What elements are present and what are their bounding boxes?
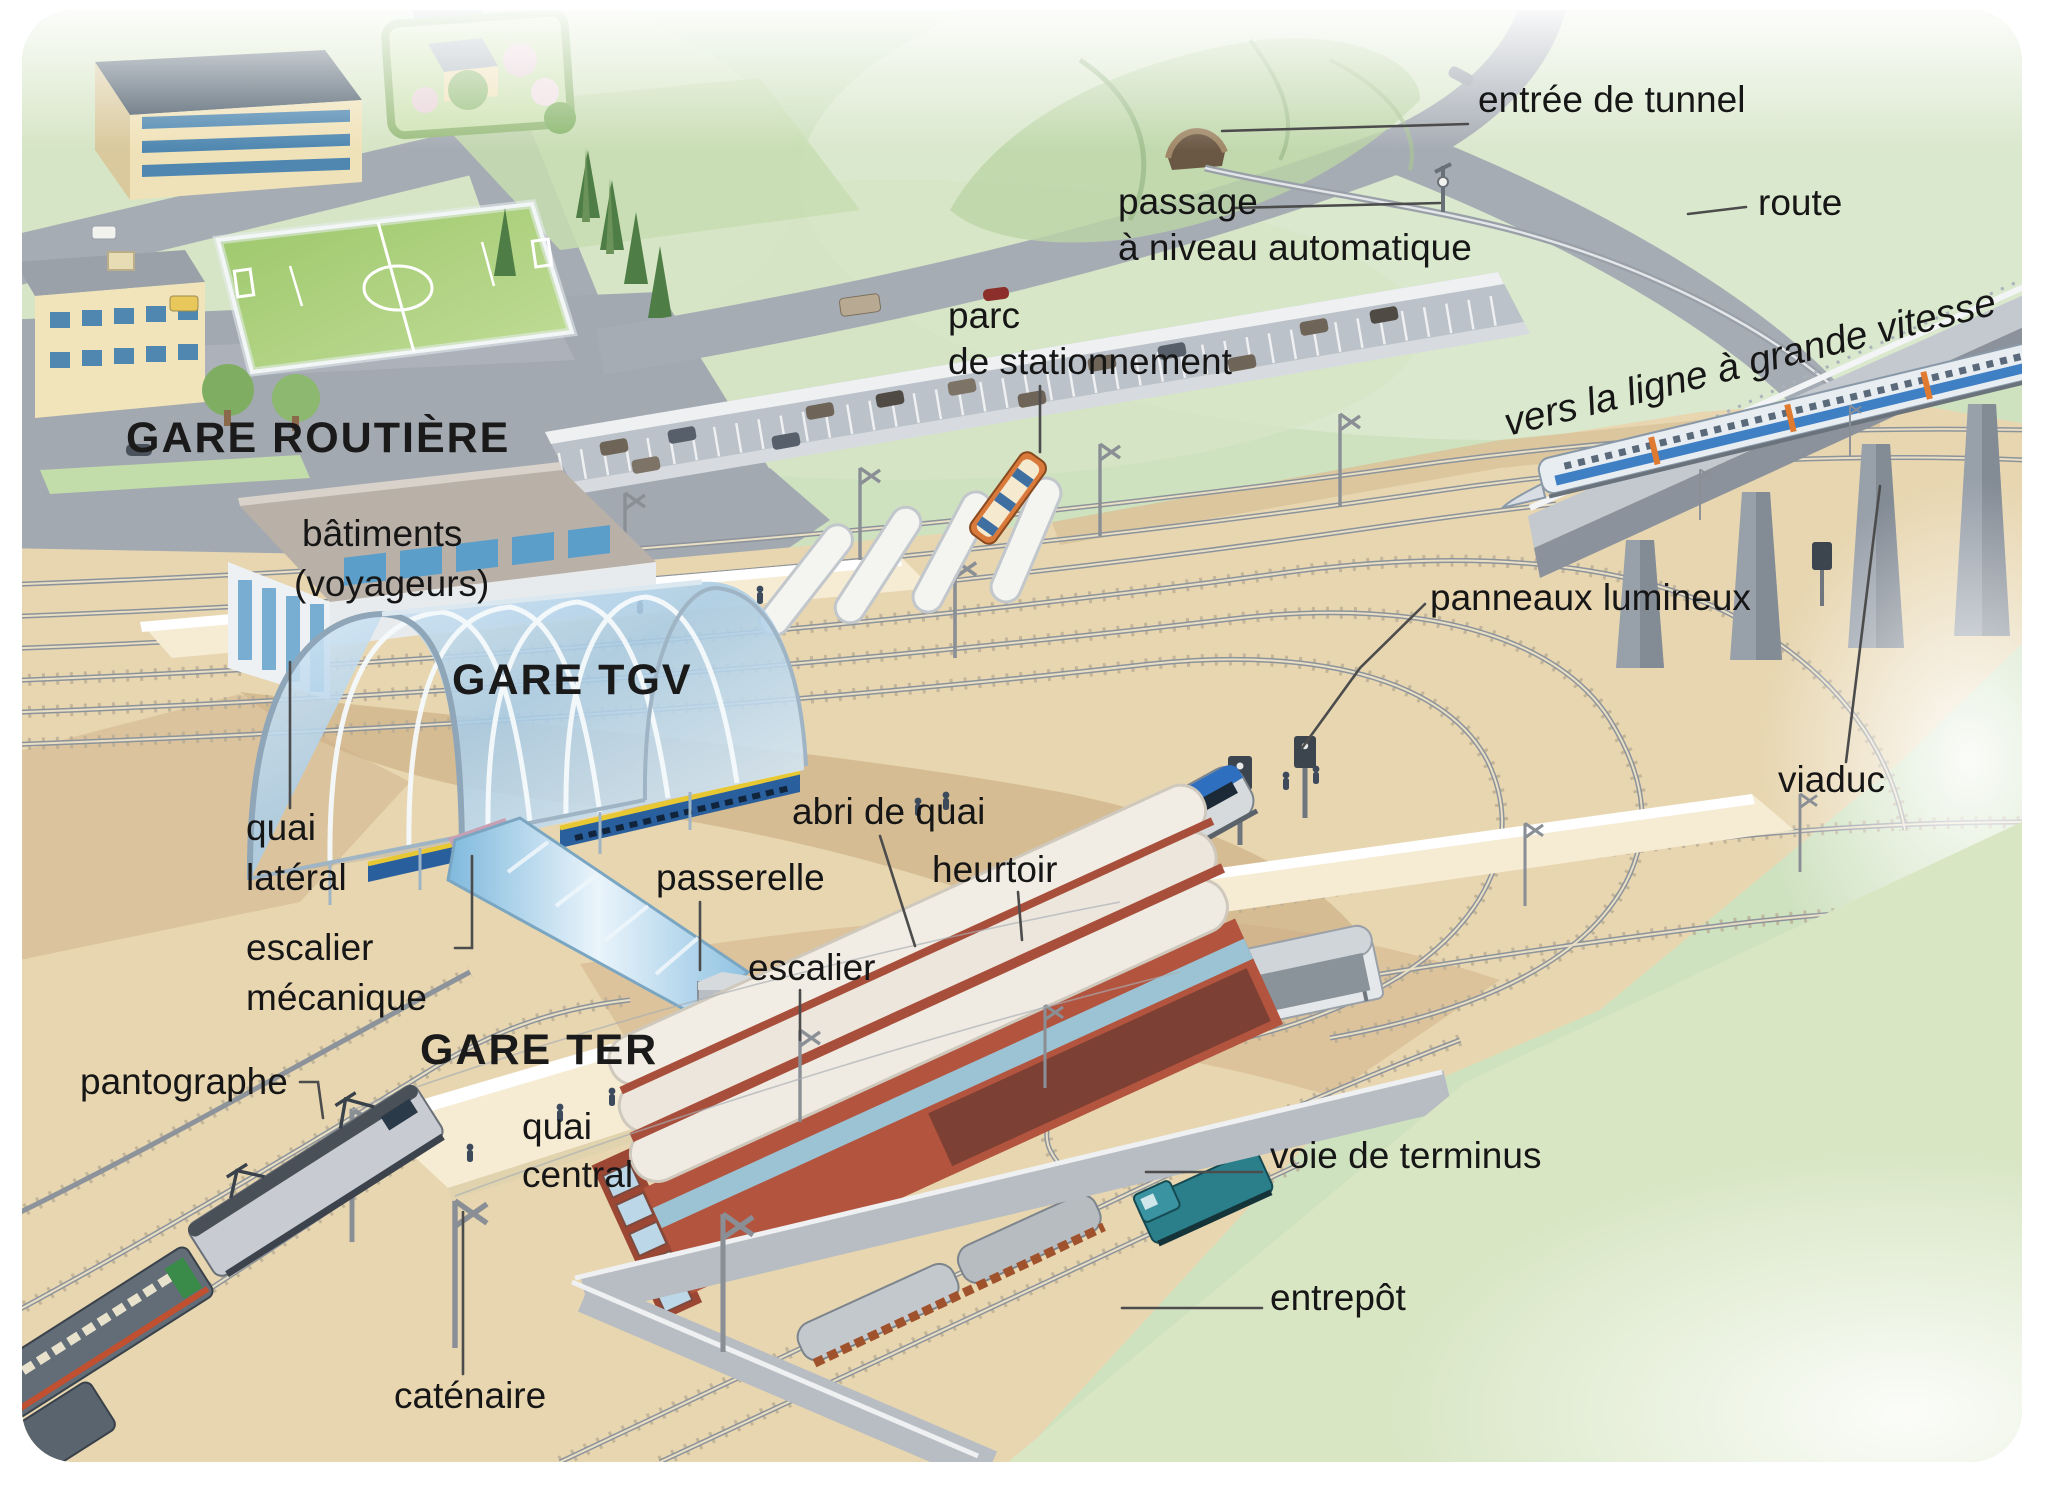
tgv-train [1499,340,2022,510]
label-catenaire: caténaire [394,1375,546,1416]
soccer-field [212,199,578,377]
label-entrepot: entrepôt [1270,1277,1406,1318]
leader-lines [288,122,1882,1376]
label-escalier-mecanique-line2: mécanique [246,977,427,1018]
label-voie-de-terminus: voie de terminus [1270,1135,1541,1176]
section-gare-routiere: GARE ROUTIÈRE [126,414,510,462]
section-gare-ter: GARE TER [420,1026,658,1074]
bus [969,451,1047,545]
label-entree-de-tunnel: entrée de tunnel [1478,79,1745,120]
school-building [22,250,205,418]
label-quai-central-line2: central [522,1154,633,1195]
label-escalier-mecanique-line1: escalier [246,927,374,968]
label-batiments-line1: bâtiments [302,513,462,554]
label-panneaux-lumineux: panneaux lumineux [1430,577,1751,618]
label-quai-central-line1: quai [522,1106,592,1147]
bus-shelters [758,476,1063,637]
label-viaduc: viaduc [1778,759,1885,800]
label-parc-line1: parc [948,295,1020,336]
label-parc-line2: de stationnement [948,341,1233,382]
label-abri-de-quai: abri de quai [792,791,985,832]
level-crossing-signal [1434,162,1452,212]
label-passage-line2: à niveau automatique [1118,227,1472,268]
conifer-trees [494,148,672,318]
label-heurtoir: heurtoir [932,849,1057,890]
label-passage-line1: passage [1118,181,1258,222]
electric-train [22,1084,445,1462]
label-route: route [1758,182,1842,223]
freight-wagons [796,1193,1106,1368]
top-fade [22,10,2022,150]
label-pantographe: pantographe [80,1061,288,1102]
label-batiments-line2: (voyageurs) [294,563,489,604]
label-passerelle: passerelle [656,857,825,898]
section-gare-tgv: GARE TGV [452,656,693,704]
label-quai-lateral-line2: latéral [246,857,347,898]
tunnel-track [1204,164,1873,423]
pantograph [225,1091,375,1199]
label-escalier: escalier [748,947,876,988]
label-quai-lateral-line1: quai [246,807,316,848]
